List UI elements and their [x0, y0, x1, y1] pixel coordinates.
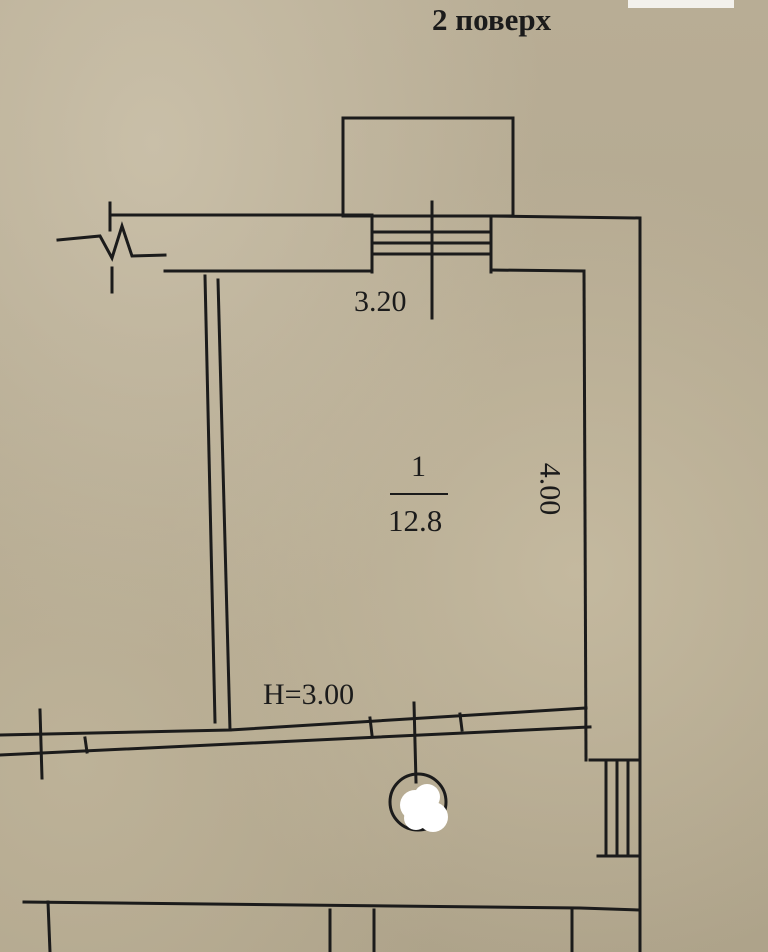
left-tick [38, 708, 44, 780]
left-partition-inner [216, 278, 232, 732]
left-partition-outer [203, 274, 217, 724]
length-dimension: 4.00 [533, 462, 567, 516]
corner-tab [628, 0, 734, 8]
bottom-dimension-tick [412, 701, 418, 784]
ceiling-height: H=3.00 [263, 678, 355, 711]
lower-wall [22, 900, 640, 912]
bottom-wall-joint-3 [458, 712, 464, 732]
redaction-mark [396, 784, 448, 836]
width-dimension: 3.20 [354, 285, 407, 318]
top-wall-outer-right [489, 214, 642, 952]
bottom-wall-joint-2 [368, 716, 374, 737]
round-fixture [388, 772, 448, 832]
room-area: 12.8 [388, 503, 443, 538]
floor-label: 2 поверх [432, 2, 552, 37]
upper-box [341, 116, 515, 218]
room-bottom-inner [0, 706, 588, 737]
lower-post-1 [46, 900, 52, 952]
room-bottom-outer [0, 725, 592, 757]
room-right-wall [582, 269, 588, 762]
room-fraction-line [390, 493, 448, 495]
bottom-wall-joint [83, 736, 89, 754]
top-wall-inner-right [489, 268, 586, 273]
break-symbol [56, 221, 167, 262]
right-window [588, 758, 642, 858]
room-number: 1 [411, 450, 426, 483]
